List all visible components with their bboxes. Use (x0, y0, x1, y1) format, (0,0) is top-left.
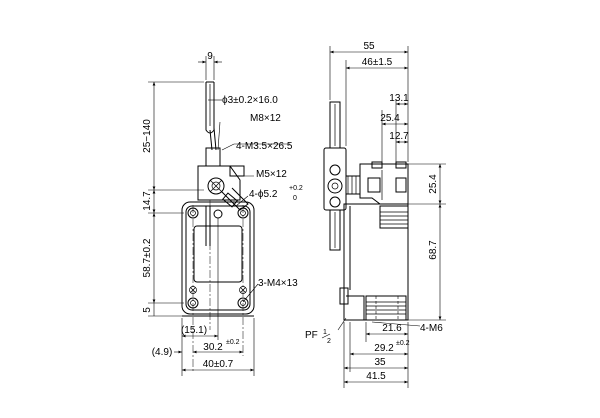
front-dim-width: 40±0.7 (203, 359, 234, 370)
front-extension-lines (148, 56, 255, 376)
side-hub (323, 147, 361, 211)
side-dim-21-6: 21.6 (382, 323, 402, 334)
front-hole-label: 4-ϕ5.2 (249, 189, 278, 200)
front-leader-lines (208, 99, 290, 303)
side-dim-41-5: 41.5 (366, 371, 386, 382)
side-lever-rod (329, 101, 341, 251)
front-dim-lever-stroke: 25−140 (142, 119, 153, 153)
side-view: 55 46±1.5 13.1 25.4 12.7 25.4 68.7 PF 1 … (305, 41, 446, 388)
side-dim-29-2: 29.2 (374, 343, 394, 354)
front-hole-tol-upper: +0.2 (289, 185, 303, 192)
front-lever-rod (205, 81, 221, 167)
side-dim-29-2-tol: ±0.2 (396, 340, 410, 347)
front-dim-4-9: (4.9) (152, 347, 173, 358)
side-dim-25-4-right: 25.4 (428, 174, 439, 194)
side-conduit-frac-bar (321, 333, 331, 339)
side-dimension-lines (330, 50, 442, 384)
front-dim-lever-width: 9 (207, 51, 213, 62)
front-view: 9 ϕ3±0.2×16.0 25−140 M8×12 4-M3.5×26.5 M… (142, 51, 303, 376)
side-conduit: PF (305, 330, 318, 341)
front-hole-tol-lower: 0 (293, 195, 297, 202)
side-dim-68-7: 68.7 (428, 240, 439, 260)
side-dim-55: 55 (363, 41, 375, 52)
front-dim-bottom: 5 (142, 307, 153, 313)
side-leader-lines (337, 317, 421, 331)
front-screw-m5: M5×12 (256, 169, 287, 180)
front-dim-30-2: 30.2 (203, 342, 223, 353)
side-head (359, 161, 409, 205)
side-body (339, 203, 409, 321)
side-conduit-frac-num: 1 (323, 329, 327, 336)
front-rod-spec: ϕ3±0.2×16.0 (222, 95, 278, 106)
side-screw-m6: 4-M6 (420, 323, 443, 334)
side-dim-12-7: 12.7 (389, 131, 409, 142)
side-extension-lines (329, 46, 446, 388)
front-screw-m35: 4-M3.5×26.5 (236, 141, 293, 152)
side-dim-25-4-top: 25.4 (380, 113, 400, 124)
front-screw-m8: M8×12 (250, 113, 281, 124)
front-dim-body: 58.7±0.2 (142, 238, 153, 277)
front-screw-m4: 3-M4×13 (258, 278, 298, 289)
front-dim-30-2-tol: ±0.2 (226, 339, 240, 346)
front-dimension-lines (152, 60, 254, 372)
front-dim-15-1: (15.1) (181, 325, 207, 336)
side-conduit-frac-den: 2 (327, 338, 331, 345)
front-dim-head: 14.7 (142, 191, 153, 211)
side-dim-46: 46±1.5 (362, 57, 393, 68)
side-dim-13-1: 13.1 (389, 93, 409, 104)
front-head (197, 165, 249, 211)
side-dim-35: 35 (374, 357, 386, 368)
